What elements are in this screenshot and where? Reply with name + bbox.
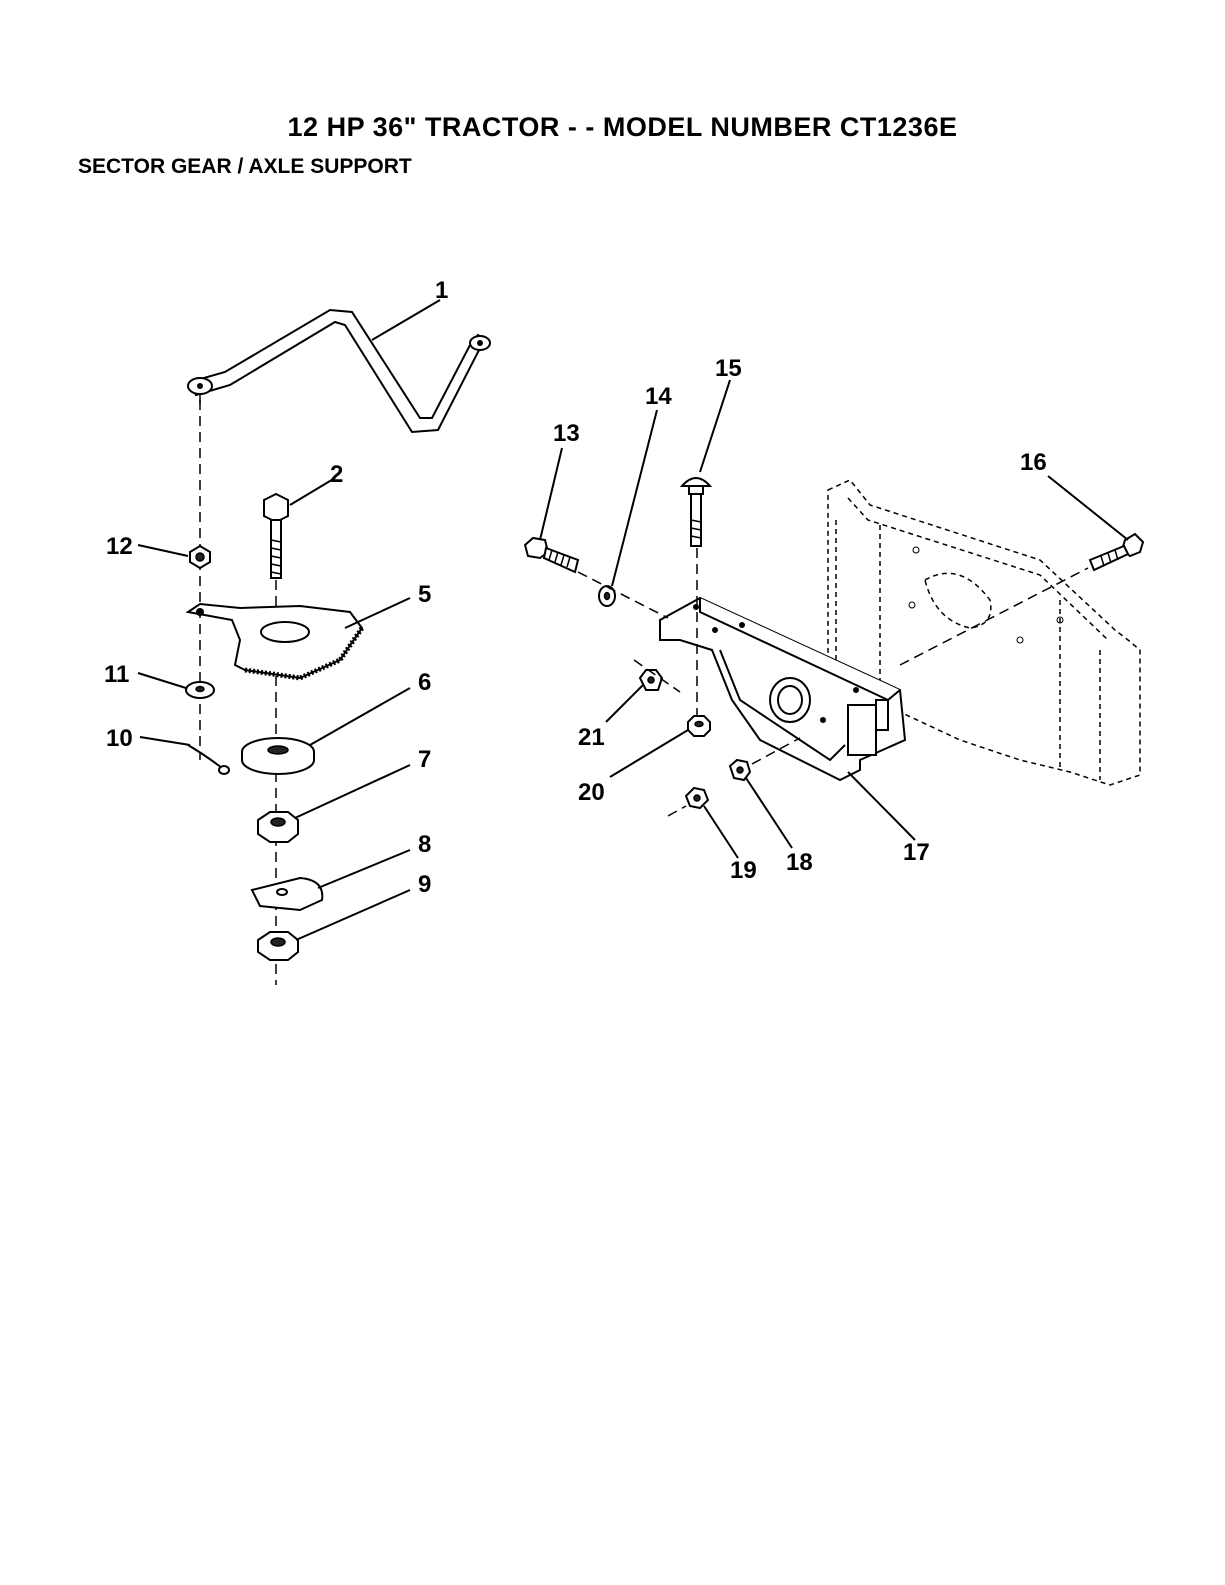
centerline-16 bbox=[900, 568, 1088, 665]
callout-12: 12 bbox=[106, 533, 133, 560]
part-1-drag-link bbox=[188, 310, 490, 432]
part-7-nut bbox=[258, 812, 298, 842]
callout-20: 20 bbox=[578, 779, 605, 806]
part-6-spacer bbox=[242, 738, 314, 774]
leader-11 bbox=[138, 673, 186, 688]
part-15-carriage-bolt bbox=[682, 478, 710, 546]
callout-16: 16 bbox=[1020, 449, 1047, 476]
part-17-axle-support bbox=[660, 598, 905, 780]
leader-17 bbox=[848, 772, 915, 840]
leader-13 bbox=[540, 448, 562, 540]
callout-5: 5 bbox=[418, 581, 431, 608]
part-2-bolt bbox=[264, 494, 288, 578]
part-13-bolt bbox=[525, 538, 578, 572]
callout-15: 15 bbox=[715, 355, 742, 382]
callout-2: 2 bbox=[330, 461, 343, 488]
callout-17: 17 bbox=[903, 839, 930, 866]
part-21-nut bbox=[640, 670, 662, 690]
callout-6: 6 bbox=[418, 669, 431, 696]
callout-13: 13 bbox=[553, 420, 580, 447]
leader-7 bbox=[295, 765, 410, 818]
leader-12 bbox=[138, 545, 188, 556]
part-10-clip bbox=[188, 745, 229, 774]
part-20-nut bbox=[688, 716, 710, 736]
leader-15 bbox=[700, 380, 730, 472]
leader-16 bbox=[1048, 476, 1128, 540]
part-8-lock-plate bbox=[252, 878, 322, 910]
leader-1 bbox=[372, 300, 440, 340]
leader-14 bbox=[612, 410, 657, 586]
leader-2 bbox=[290, 478, 335, 505]
callout-19: 19 bbox=[730, 857, 757, 884]
leader-18 bbox=[746, 778, 792, 848]
leader-5 bbox=[345, 598, 410, 628]
part-5-sector-gear bbox=[188, 604, 362, 678]
part-12-nut bbox=[190, 546, 210, 568]
centerline-19 bbox=[668, 806, 686, 816]
part-18-nut bbox=[730, 760, 750, 780]
callout-7: 7 bbox=[418, 746, 431, 773]
leader-19 bbox=[704, 806, 738, 858]
leader-10 bbox=[140, 737, 190, 745]
callout-11: 11 bbox=[104, 661, 129, 688]
callout-8: 8 bbox=[418, 831, 431, 858]
callout-18: 18 bbox=[786, 849, 813, 876]
centerline-13 bbox=[578, 572, 668, 618]
part-11-washer bbox=[186, 682, 214, 698]
callout-10: 10 bbox=[106, 725, 133, 752]
leader-6 bbox=[310, 688, 410, 745]
leader-8 bbox=[318, 850, 410, 888]
part-9-nut bbox=[258, 932, 298, 960]
callout-14: 14 bbox=[645, 383, 672, 410]
callout-1: 1 bbox=[435, 277, 448, 304]
callout-21: 21 bbox=[578, 724, 605, 751]
leader-20 bbox=[610, 730, 688, 777]
part-19-nut bbox=[686, 788, 708, 808]
callout-9: 9 bbox=[418, 871, 431, 898]
part-16-bolt bbox=[1090, 534, 1143, 570]
leader-21 bbox=[606, 685, 643, 722]
